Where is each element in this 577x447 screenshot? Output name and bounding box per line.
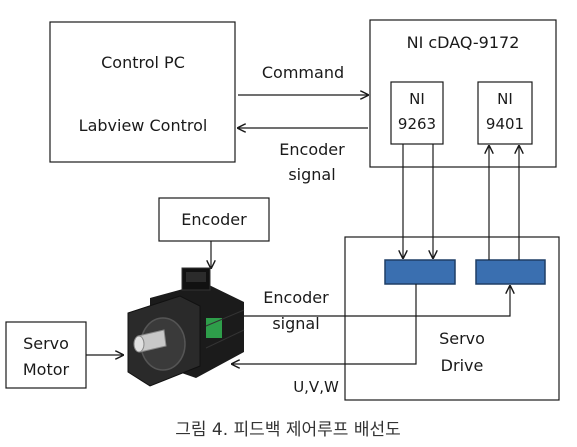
servo-motor-box: Servo Motor: [6, 322, 86, 388]
ni9401-module: NI 9401: [478, 82, 532, 144]
servo-motor-label-line2: Motor: [23, 360, 70, 379]
ni9263-module: NI 9263: [391, 82, 443, 144]
ni9263-label-line2: 9263: [398, 115, 436, 133]
ni9401-label-line1: NI: [497, 90, 513, 108]
uvw-label: U,V,W: [293, 378, 339, 396]
cdaq-title: NI cDAQ-9172: [407, 33, 520, 52]
ni9401-label-line2: 9401: [486, 115, 524, 133]
encoder-label: Encoder: [181, 210, 247, 229]
motor-connector-plug: [186, 272, 206, 282]
motor-green-label: [206, 318, 222, 338]
control-pc-box: Control PC Labview Control: [50, 22, 235, 162]
encoder-signal-mid-line2: signal: [272, 314, 319, 333]
encoder-signal-top-line2: signal: [288, 165, 335, 184]
control-pc-frame: [50, 22, 235, 162]
servo-motor-image: [128, 268, 244, 386]
encoder-signal-mid-line1: Encoder: [263, 288, 329, 307]
servo-drive-label-line2: Drive: [441, 356, 484, 375]
encoder-box: Encoder: [159, 198, 269, 241]
command-label: Command: [262, 63, 344, 82]
figure-caption: 그림 4. 피드백 제어루프 배선도: [175, 420, 401, 440]
servo-motor-label-line1: Servo: [23, 334, 69, 353]
ni9263-label-line1: NI: [409, 90, 425, 108]
motor-shaft-end: [134, 336, 144, 352]
drive-terminal-right: [476, 260, 545, 284]
control-pc-subtitle: Labview Control: [79, 116, 208, 135]
control-pc-title: Control PC: [101, 53, 185, 72]
encoder-signal-top-line1: Encoder: [279, 140, 345, 159]
servo-drive-label-line1: Servo: [439, 329, 485, 348]
drive-terminal-left: [385, 260, 455, 284]
